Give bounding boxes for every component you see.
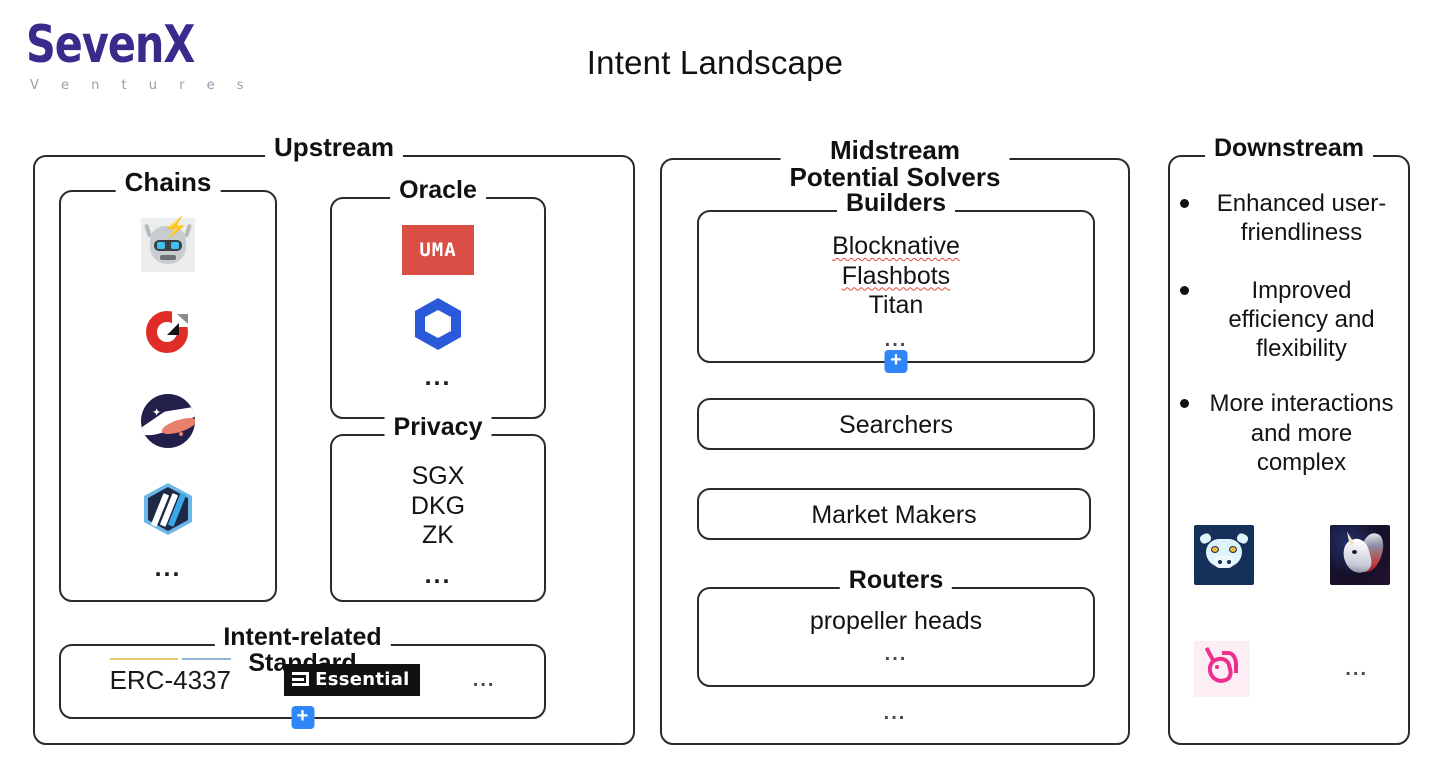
searchers-label: Searchers (839, 411, 953, 439)
standard-more-ellipsis: ... (472, 668, 496, 691)
midstream-panel: Midstream Potential Solvers Builders Blo… (660, 137, 1130, 745)
erc-4337-label: ERC-4337 (109, 657, 231, 696)
1inch-logo (1330, 525, 1390, 585)
midstream-legend: Midstream Potential Solvers (780, 135, 1010, 193)
midstream-legend-line2: Potential Solvers (789, 162, 1001, 193)
privacy-legend: Privacy (384, 414, 492, 440)
bullet-dot-icon (1180, 285, 1189, 295)
chains-panel: Chains ⚡ (59, 169, 277, 602)
privacy-more-ellipsis: ... (424, 560, 452, 589)
intent-standard-legend-line1: Intent-related (223, 623, 382, 651)
downstream-bullet-1: Enhanced user-friendliness (1180, 189, 1400, 248)
uniswap-logo (1194, 641, 1250, 697)
oracle-more-ellipsis: ... (424, 363, 452, 391)
oracle-panel: Oracle UMA ... (330, 177, 546, 419)
chainlink-logo (413, 297, 463, 351)
brand-tagline: V e n t u r e s (30, 78, 253, 93)
uma-label: UMA (402, 225, 474, 275)
downstream-legend: Downstream (1204, 135, 1374, 161)
add-standard-plus-button[interactable]: + (291, 706, 314, 729)
builders-more-ellipsis: ... (884, 328, 908, 351)
brand-name: SevenX (26, 13, 195, 75)
chains-more-ellipsis: ... (154, 554, 182, 582)
privacy-item-sgx: SGX (411, 462, 465, 490)
privacy-panel: Privacy SGX DKG ZK ... (330, 414, 546, 602)
chains-legend: Chains (115, 169, 221, 197)
upstream-panel: Upstream Chains ⚡ (33, 134, 635, 745)
searchers-panel: Searchers (697, 398, 1095, 450)
page-title: Intent Landscape (586, 44, 844, 81)
builders-panel: Builders Blocknative Flashbots Titan ...… (697, 190, 1095, 373)
routers-more-ellipsis: ... (884, 642, 908, 665)
uma-logo: UMA (402, 225, 474, 275)
bullet-dot-icon (1180, 199, 1189, 208)
routers-panel: Routers propeller heads ... (697, 567, 1095, 687)
downstream-more-ellipsis: ... (1345, 657, 1368, 680)
bullet-dot-icon (1180, 399, 1189, 409)
navy-wave-logo: ✦ (141, 394, 195, 448)
brand-logo: SevenX V e n t u r e s (26, 13, 276, 93)
routers-legend: Routers (839, 567, 953, 593)
oracle-legend: Oracle (390, 177, 486, 203)
arbitrum-hexagon-logo (141, 482, 195, 536)
midstream-more-ellipsis: ... (883, 702, 907, 724)
downstream-bullet-1-text: Enhanced user-friendliness (1216, 190, 1387, 247)
downstream-bullet-2-text: Improved efficiency and flexibility (1228, 276, 1375, 363)
essential-logo: Essential (284, 664, 420, 696)
erc-4337-text: ERC-4337 (109, 664, 231, 695)
essential-label: Essential (315, 669, 410, 690)
suave-red-ring-logo (141, 306, 195, 360)
router-item-propeller-heads: propeller heads (809, 607, 983, 635)
add-builder-plus-button[interactable]: + (884, 350, 908, 373)
intent-standard-panel: Intent-related Standard ERC-4337 Essenti… (59, 624, 546, 729)
downstream-bullet-2: Improved efficiency and flexibility (1180, 276, 1400, 364)
cow-swap-logo (1194, 525, 1254, 585)
downstream-bullet-3-text: More interactions and more complex (1209, 390, 1394, 476)
builder-item-flashbots: Flashbots (841, 261, 951, 290)
market-makers-panel: Market Makers (697, 488, 1091, 540)
upstream-legend: Upstream (265, 134, 403, 162)
privacy-item-zk: ZK (422, 521, 454, 549)
anoma-robot-logo: ⚡ (141, 218, 195, 272)
essential-glyph-icon (292, 671, 310, 687)
market-makers-label: Market Makers (811, 501, 977, 529)
builders-legend: Builders (836, 190, 956, 216)
intent-standard-legend: Intent-related Standard (214, 623, 391, 676)
privacy-item-dkg: DKG (410, 491, 466, 520)
midstream-legend-line1: Midstream (829, 135, 961, 166)
builder-item-blocknative: Blocknative (832, 232, 960, 260)
downstream-bullet-3: More interactions and more complex (1180, 389, 1400, 477)
downstream-panel: Downstream Enhanced user-friendliness Im… (1168, 135, 1410, 745)
builder-item-titan: Titan (868, 291, 924, 319)
